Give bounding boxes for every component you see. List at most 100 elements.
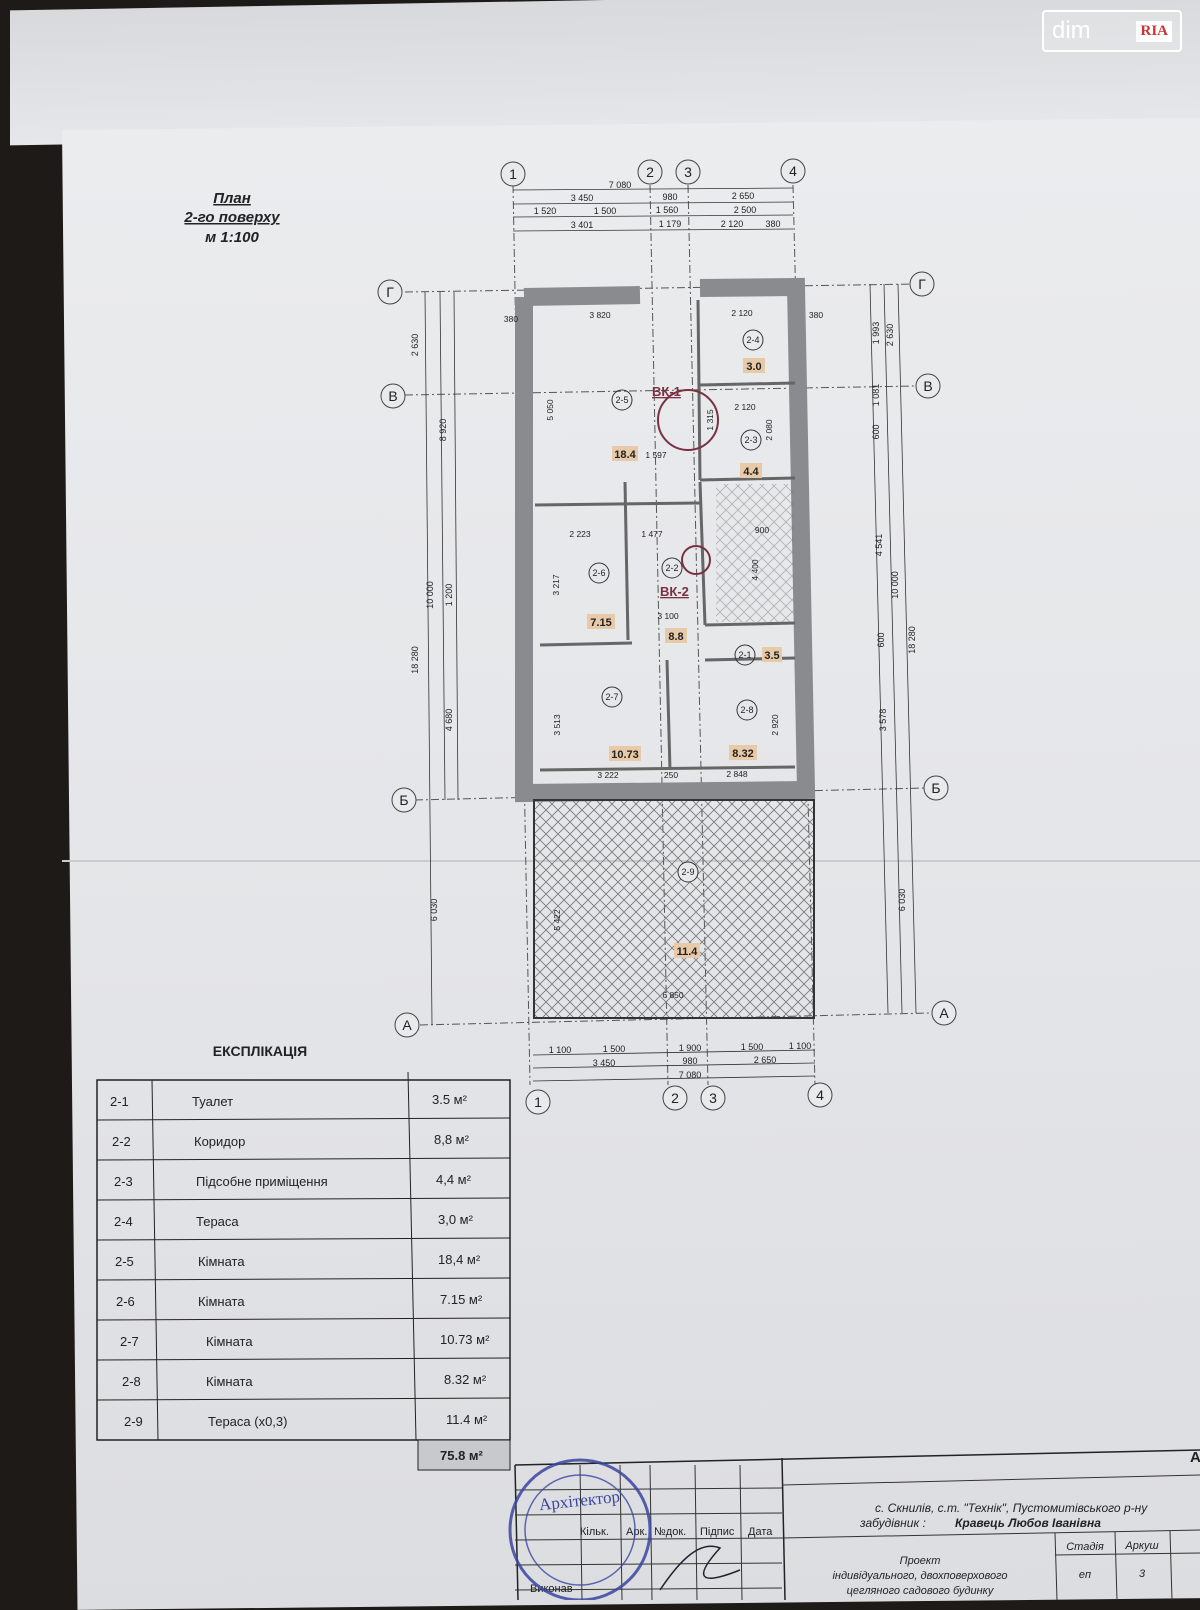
svg-text:1 500: 1 500 — [603, 1044, 626, 1054]
svg-text:4,4 м²: 4,4 м² — [436, 1172, 472, 1187]
svg-text:3 820: 3 820 — [589, 310, 611, 320]
room-2-6: 2-6 7.15 — [587, 562, 615, 629]
svg-text:10 000: 10 000 — [890, 571, 900, 599]
svg-text:2 080: 2 080 — [764, 419, 774, 441]
svg-text:10.73: 10.73 — [611, 749, 639, 761]
svg-text:8 920: 8 920 — [438, 419, 448, 442]
svg-text:7 080: 7 080 — [609, 180, 632, 190]
svg-text:2-2: 2-2 — [665, 563, 678, 573]
svg-text:2-7: 2-7 — [120, 1334, 139, 1349]
room-2-5: 2-5 18.4 — [611, 389, 638, 461]
svg-text:Б: Б — [931, 780, 940, 796]
svg-text:980: 980 — [682, 1056, 697, 1066]
svg-text:2: 2 — [646, 164, 654, 180]
svg-text:4: 4 — [789, 163, 797, 179]
svg-text:18 280: 18 280 — [907, 626, 917, 654]
svg-text:цегляного садового будинку: цегляного садового будинку — [847, 1585, 995, 1597]
svg-text:10.73 м²: 10.73 м² — [440, 1332, 490, 1347]
svg-text:Г: Г — [918, 276, 926, 292]
axis-markers — [377, 158, 957, 1115]
svg-text:2-5: 2-5 — [115, 1254, 134, 1269]
svg-text:Виконав: Виконав — [530, 1583, 573, 1595]
svg-text:2-5: 2-5 — [615, 395, 628, 405]
svg-text:4 541: 4 541 — [874, 534, 884, 557]
svg-text:Тераса: Тераса — [196, 1214, 239, 1229]
svg-text:8.32: 8.32 — [732, 748, 753, 760]
svg-text:4: 4 — [816, 1087, 824, 1103]
svg-text:2 120: 2 120 — [734, 402, 756, 412]
riser-markers: ВК-1 ВК-2 — [652, 384, 719, 599]
svg-text:2-6: 2-6 — [116, 1294, 135, 1309]
svg-text:8,8 м²: 8,8 м² — [434, 1132, 470, 1147]
svg-text:1 500: 1 500 — [594, 206, 617, 216]
svg-text:4 680: 4 680 — [444, 709, 454, 732]
svg-text:980: 980 — [662, 192, 677, 202]
svg-text:2-8: 2-8 — [740, 705, 753, 715]
watermark-text: dim — [1052, 17, 1091, 44]
svg-text:3 578: 3 578 — [878, 709, 888, 732]
svg-text:забудівник :: забудівник : — [859, 1516, 926, 1530]
svg-text:18,4 м²: 18,4 м² — [438, 1252, 481, 1267]
svg-text:2-2: 2-2 — [112, 1134, 131, 1149]
svg-text:3.5 м²: 3.5 м² — [432, 1092, 468, 1107]
svg-text:А: А — [402, 1017, 412, 1033]
svg-text:ВК-2: ВК-2 — [660, 584, 689, 599]
svg-text:Дата: Дата — [748, 1526, 773, 1538]
svg-text:еп: еп — [1079, 1569, 1091, 1581]
svg-text:1 597: 1 597 — [645, 450, 667, 460]
svg-text:Аркуш: Аркуш — [1124, 1540, 1158, 1552]
svg-text:2 223: 2 223 — [569, 529, 591, 539]
svg-text:2-4: 2-4 — [746, 335, 759, 345]
svg-text:2 920: 2 920 — [770, 714, 780, 736]
svg-text:7.15 м²: 7.15 м² — [440, 1292, 483, 1307]
svg-text:2 630: 2 630 — [885, 324, 895, 347]
svg-text:900: 900 — [755, 525, 769, 535]
room-2-2: 2-2 8.8 — [661, 557, 687, 643]
svg-text:600: 600 — [871, 424, 881, 439]
svg-text:2-6: 2-6 — [592, 568, 605, 578]
svg-text:2-го поверху: 2-го поверху — [183, 209, 280, 226]
svg-text:11.4: 11.4 — [677, 946, 699, 958]
svg-text:8.8: 8.8 — [668, 631, 683, 643]
svg-text:3.0: 3.0 — [746, 361, 761, 373]
svg-text:2 650: 2 650 — [732, 191, 755, 201]
bathroom-tiles — [716, 484, 794, 622]
svg-text:3.5: 3.5 — [764, 650, 779, 662]
svg-text:4 400: 4 400 — [750, 559, 760, 581]
svg-text:2-9: 2-9 — [681, 867, 694, 877]
plan-title: План 2-го поверху м 1:100 — [183, 190, 280, 246]
svg-text:2 120: 2 120 — [731, 308, 753, 318]
svg-text:1 477: 1 477 — [641, 529, 663, 539]
svg-text:3,0 м²: 3,0 м² — [438, 1212, 474, 1227]
svg-text:5 050: 5 050 — [545, 399, 555, 421]
svg-text:380: 380 — [809, 310, 823, 320]
right-dimensions: 18 280 10 000 2 630 1 993 1 081 600 4 54… — [871, 322, 917, 912]
svg-text:2: 2 — [671, 1090, 679, 1106]
svg-text:1 100: 1 100 — [789, 1041, 812, 1051]
svg-text:2-7: 2-7 — [605, 692, 618, 702]
interior-walls — [534, 299, 796, 772]
room-tags: 2-5 18.4 2-4 3.0 2-3 4.4 2-6 7.15 2-2 8.… — [587, 329, 782, 958]
svg-text:1 500: 1 500 — [741, 1042, 764, 1052]
svg-text:2 630: 2 630 — [410, 334, 420, 357]
svg-text:3: 3 — [684, 164, 692, 180]
svg-text:Тераса (х0,3): Тераса (х0,3) — [208, 1414, 287, 1429]
svg-text:7.15: 7.15 — [590, 617, 611, 629]
svg-text:1 200: 1 200 — [444, 584, 454, 607]
explication-title: ЕКСПЛІКАЦІЯ — [213, 1043, 307, 1059]
svg-text:3 450: 3 450 — [571, 193, 594, 203]
svg-text:м 1:100: м 1:100 — [205, 229, 259, 246]
svg-text:2-1: 2-1 — [738, 650, 751, 660]
svg-text:Підсобне приміщення: Підсобне приміщення — [196, 1174, 328, 1189]
signature — [659, 1545, 741, 1591]
svg-text:1 560: 1 560 — [656, 205, 679, 215]
left-dimensions: 18 280 10 000 8 920 2 630 1 200 4 680 6 … — [410, 334, 454, 922]
